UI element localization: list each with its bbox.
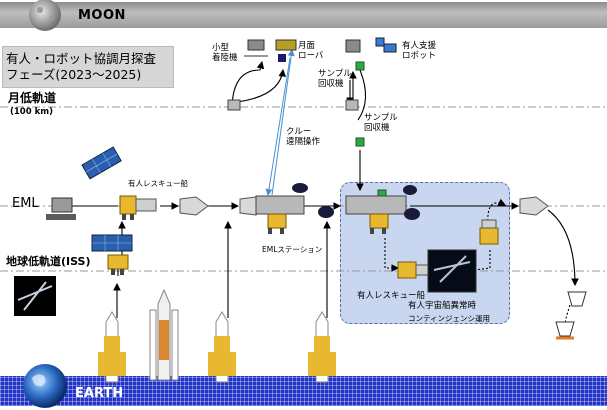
eml-station-icon — [256, 183, 308, 234]
eml-label: EML — [12, 197, 39, 212]
rescue-ship-icon — [120, 196, 156, 220]
orbit-craft-icon — [228, 100, 358, 110]
earth-icon — [23, 364, 67, 408]
contingency-op-label: コンティンジェンシ運用 — [408, 315, 490, 324]
remote-link — [272, 50, 292, 195]
rescue-ship-box-icon — [398, 262, 430, 278]
sample-return-label: サンプル 回収機 — [318, 70, 352, 90]
lunar-orbit-label: 月低軌道 — [8, 92, 56, 106]
leo-label: 地球低軌道(ISS) — [6, 256, 91, 269]
small-lander-label: 小型 着陸機 — [212, 44, 238, 64]
reentry-capsule-icon — [556, 292, 586, 338]
rocket-icon — [98, 290, 336, 382]
solar-panel-icon — [82, 147, 121, 179]
sample-marker — [356, 138, 364, 146]
lunar-orbit-altitude: (100 km) — [10, 108, 53, 118]
sample-return-label-2: サンプル 回収機 — [364, 114, 398, 134]
contingency-label: 有人宇宙船異常時 — [408, 302, 476, 312]
support-robot-label: 有人支援 ロボット — [402, 42, 436, 62]
rover-label: 月面 ローバ — [298, 42, 323, 62]
crew-remote-label: クルー 遠隔操作 — [286, 128, 320, 148]
eml-gateway-icon — [46, 198, 76, 220]
earth-label: EARTH — [75, 386, 123, 401]
eml-station-label: EMLステーション — [262, 246, 322, 255]
rescue-ship-label: 有人レスキュー船 — [128, 180, 188, 189]
